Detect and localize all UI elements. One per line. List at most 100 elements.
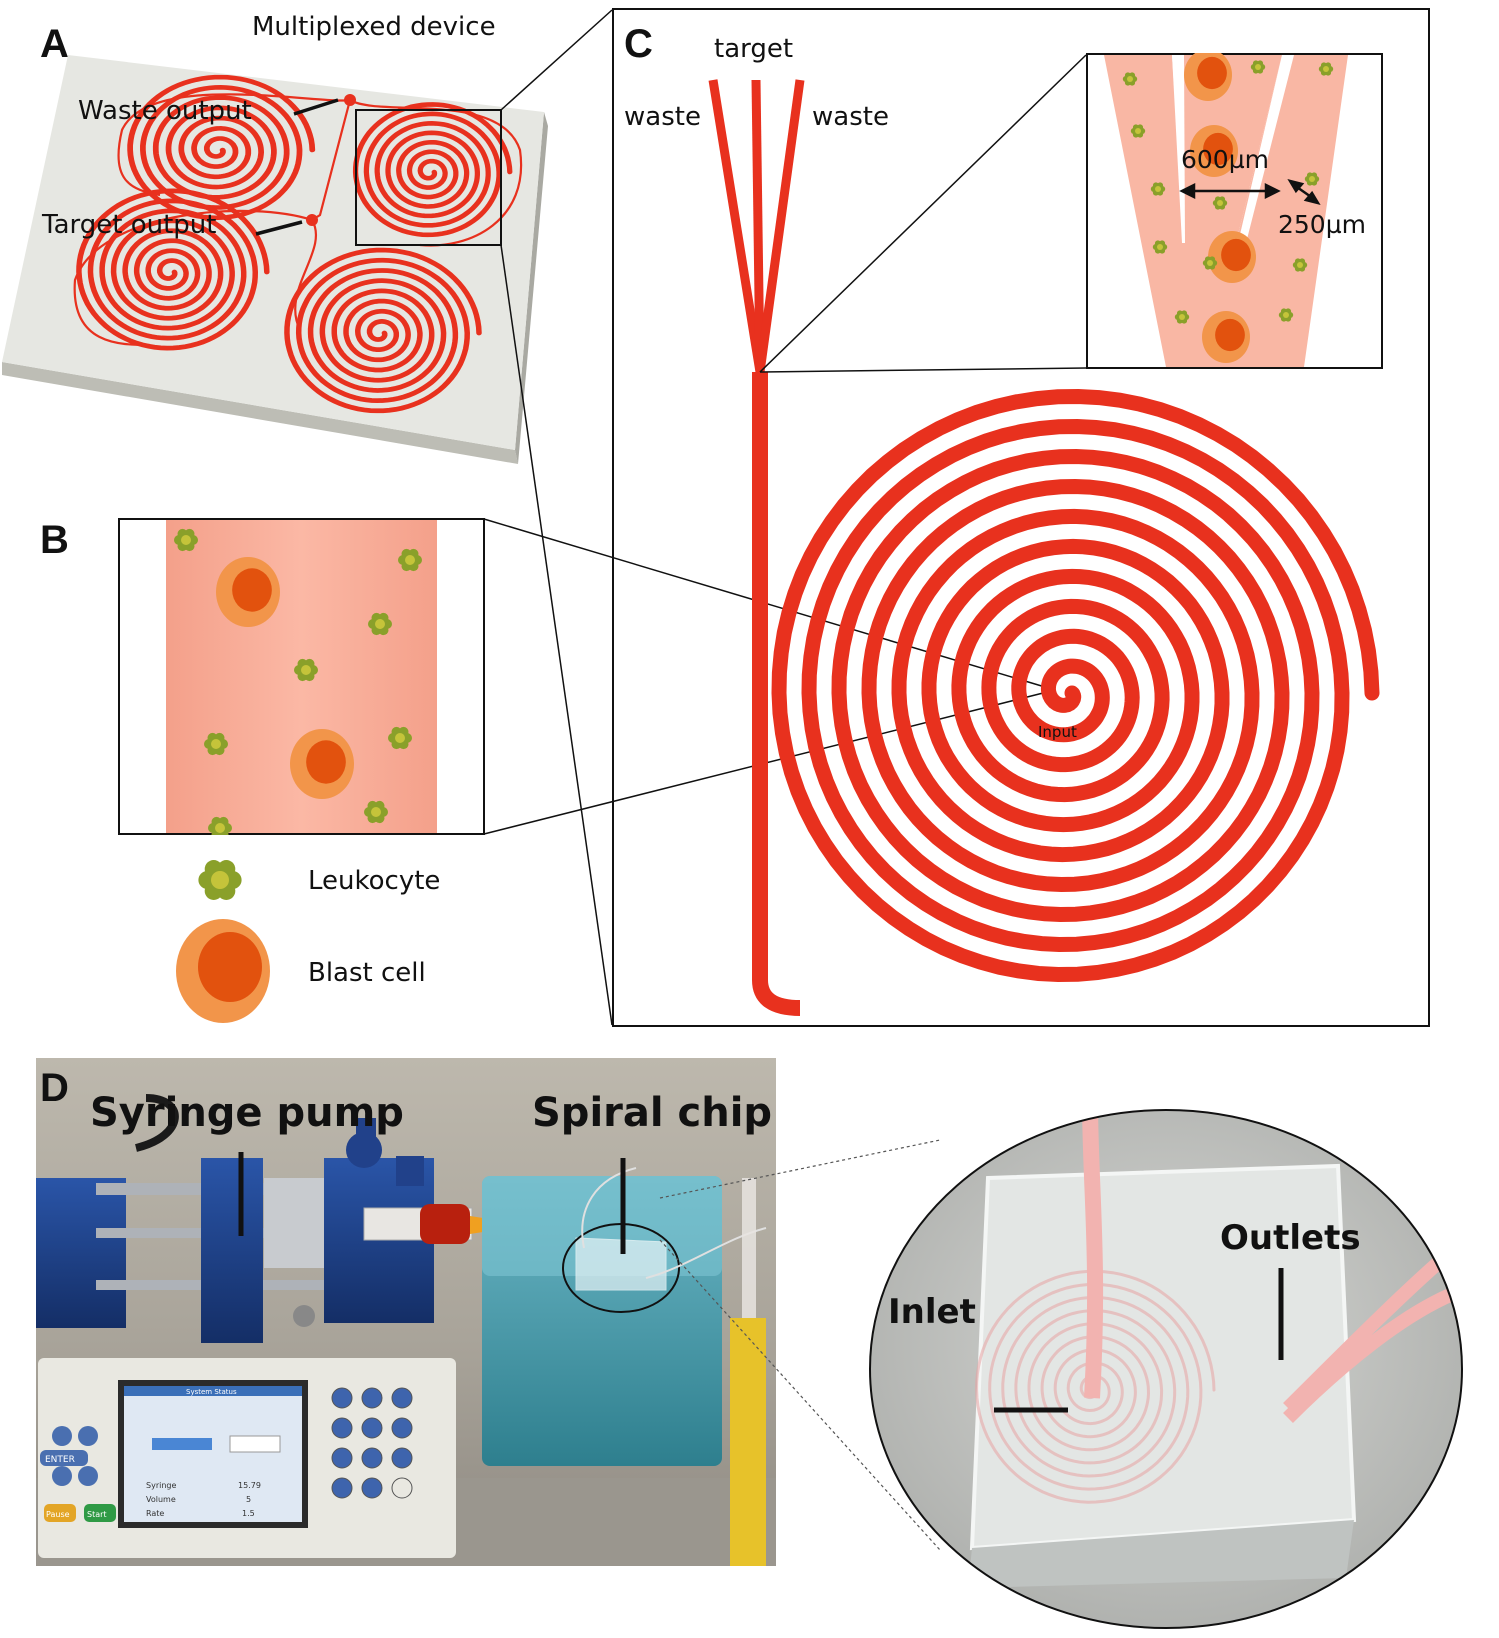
- spiral-channel-diagram: Input: [708, 54, 1380, 1016]
- dimension-600: [1179, 182, 1281, 200]
- channel-cross-section: [118, 518, 485, 835]
- spiral-chip-label: Spiral chip: [532, 1090, 773, 1136]
- multiplexed-device-diagram: [2, 55, 548, 464]
- inlet-tube: [1082, 1110, 1104, 1399]
- inset-gap-left: [1172, 55, 1185, 243]
- chip-zoom-ellipse: [869, 1109, 1463, 1629]
- pause-key: [44, 1504, 76, 1522]
- target-output-pointer: [255, 220, 303, 236]
- connecting-channels: [73, 93, 523, 347]
- blast-cell: [1184, 53, 1232, 101]
- leukocyte-cell: [174, 528, 198, 552]
- panel-letter-a: A: [40, 22, 69, 66]
- start-key-label: Start: [87, 1510, 107, 1519]
- inset-gap-right: [1238, 55, 1294, 243]
- target-output-port: [306, 214, 318, 226]
- chip-spiral: [975, 1269, 1216, 1504]
- screen-title: System Status: [186, 1388, 237, 1396]
- outlet-branches: [708, 79, 805, 373]
- leukocyte-cell: [1202, 256, 1218, 270]
- tube-rack: [730, 1318, 766, 1566]
- leukocyte-cell: [1304, 172, 1320, 186]
- blast-cell: [1202, 311, 1250, 363]
- leukocyte-cell: [198, 860, 242, 900]
- panel-c-frame: [612, 8, 1430, 1027]
- leukocyte-cell: [1250, 60, 1266, 74]
- leukocyte-cell: [294, 658, 318, 682]
- chip-zoom-lines: [659, 1139, 941, 1551]
- spiral-top-right: [352, 102, 513, 238]
- leukocyte-cell: [1152, 240, 1168, 254]
- target-output-label: Target output: [42, 210, 217, 240]
- waste-output-port: [344, 94, 356, 106]
- experimental-setup-photo: System Status Syringe 15.79 Volume 5 Rat…: [36, 1058, 776, 1566]
- screen-rate-label: Rate: [146, 1509, 164, 1518]
- pump-screen: [124, 1386, 302, 1522]
- waste-output-label: Waste output: [78, 96, 252, 126]
- leukocyte-cell: [398, 548, 422, 572]
- multiplexed-device-title: Multiplexed device: [252, 12, 496, 42]
- blast-cell: [1208, 231, 1256, 283]
- outlet-inset: 600µm 250µm: [1086, 53, 1383, 369]
- blast-cell-legend-icon: [176, 919, 270, 1023]
- syringe-blood: [420, 1204, 470, 1244]
- spiral-bottom-right: [284, 247, 482, 414]
- pump-pusher-block: [201, 1158, 263, 1343]
- blast-cell-legend-label: Blast cell: [308, 958, 426, 988]
- leukocyte-legend-icon: [198, 860, 242, 900]
- leukocyte-cell: [204, 732, 228, 756]
- leukocyte-cell: [1278, 308, 1294, 322]
- inset-connector-bottom: [759, 367, 1087, 373]
- leukocyte-cell: [1292, 258, 1308, 272]
- power-cable: [134, 1094, 179, 1152]
- dimension-600-label: 600µm: [1181, 145, 1269, 174]
- leukocyte-cell: [364, 800, 388, 824]
- screen-volume-value: 5: [246, 1495, 251, 1504]
- screen-syringe-value: 15.79: [238, 1481, 261, 1490]
- leukocyte-cell: [1122, 72, 1138, 86]
- leukocyte-legend-label: Leukocyte: [308, 866, 441, 896]
- chip-side-right: [515, 112, 548, 464]
- leukocyte-cell: [1174, 310, 1190, 324]
- start-key: [84, 1504, 116, 1522]
- trunk-channel: [752, 372, 801, 1016]
- waste-channel-right-label: waste: [812, 102, 889, 132]
- input-label: Input: [1038, 723, 1077, 741]
- panel-letter-d: D: [40, 1066, 69, 1110]
- pump-base-left: [36, 1178, 126, 1328]
- zoom-box: [355, 109, 502, 246]
- screen-volume-label: Volume: [146, 1495, 176, 1504]
- chip-side: [2, 362, 518, 464]
- syringe-pump-label: Syringe pump: [90, 1090, 404, 1136]
- target-channel-label: target: [714, 34, 794, 64]
- enter-key-label: ENTER: [45, 1455, 75, 1465]
- dimension-250: [1287, 179, 1321, 205]
- screen-rate-value: 1.5: [242, 1509, 255, 1518]
- leukocyte-cell: [1150, 182, 1166, 196]
- panel-letter-c: C: [624, 22, 653, 66]
- leukocyte-cell: [388, 726, 412, 750]
- leukocyte-cell: [1318, 62, 1334, 76]
- waste-output-pointer: [293, 98, 339, 116]
- blast-cell: [216, 557, 280, 627]
- leukocyte-cell: [208, 816, 232, 835]
- outlets-label: Outlets: [1220, 1218, 1361, 1258]
- inset-channel: [1104, 55, 1348, 367]
- leukocyte-cell: [1212, 196, 1228, 210]
- screen-syringe-label: Syringe: [146, 1481, 176, 1490]
- inset-connector-top: [759, 54, 1087, 373]
- pause-key-label: Pause: [46, 1510, 70, 1519]
- leukocyte-cell: [368, 612, 392, 636]
- blast-cell: [290, 729, 354, 799]
- main-spiral: [771, 388, 1380, 983]
- inlet-label: Inlet: [888, 1292, 976, 1332]
- panel-letter-b: B: [40, 518, 69, 562]
- chip-on-stand: [575, 1237, 667, 1291]
- spiral-bottom-left: [76, 188, 270, 351]
- leukocyte-cell: [1130, 124, 1146, 138]
- dimension-250-label: 250µm: [1278, 210, 1366, 239]
- keypad: [331, 1387, 413, 1499]
- blast-cell: [1190, 125, 1238, 177]
- enter-key: [40, 1450, 88, 1466]
- waste-channel-left-label: waste: [624, 102, 701, 132]
